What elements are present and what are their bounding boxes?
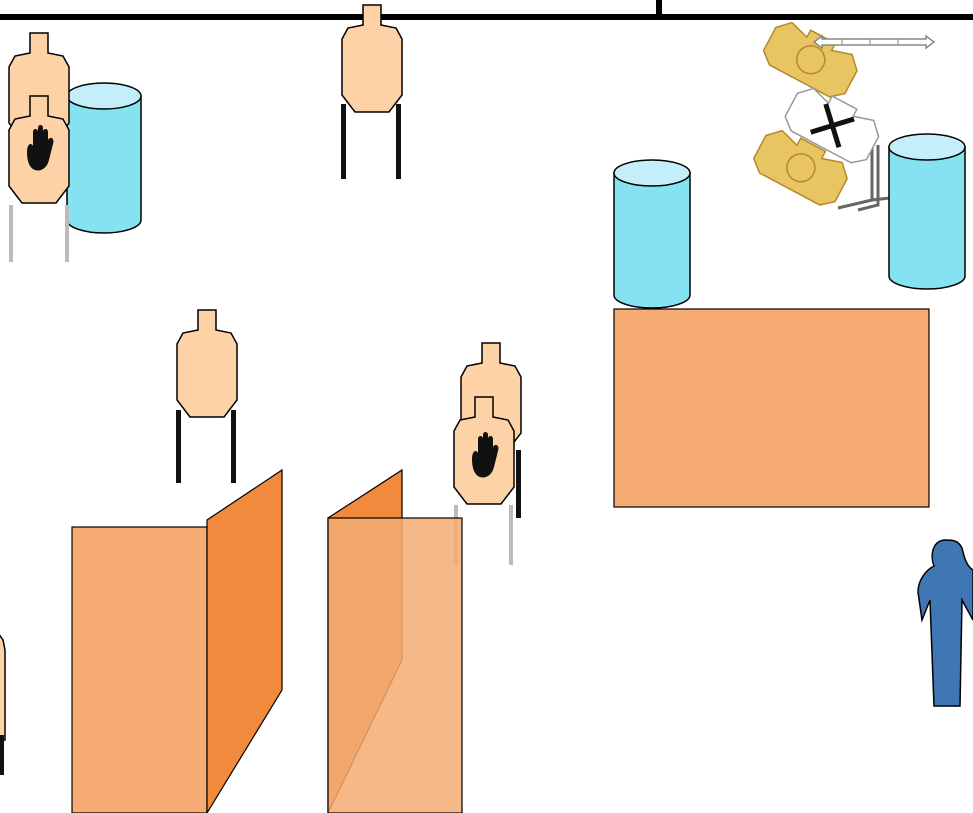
- shoot-target: [0, 634, 6, 775]
- shoot-target: [341, 4, 403, 179]
- barrel: [888, 133, 966, 290]
- table: [613, 308, 930, 508]
- barrel: [66, 82, 142, 234]
- x-mark-icon: [809, 103, 855, 148]
- paper-no-shoot: [784, 87, 880, 164]
- shoot-target: [176, 309, 238, 483]
- double-arrow-icon: [812, 34, 936, 50]
- paper-target: [752, 129, 848, 206]
- fault-line-top: [0, 0, 973, 20]
- wall: [71, 468, 283, 813]
- no-shoot-target: [453, 396, 515, 565]
- wall: [327, 468, 463, 813]
- shooter-icon: [917, 539, 973, 707]
- paper-target: [762, 21, 858, 98]
- barrel: [613, 159, 691, 309]
- shoot-target: [460, 342, 522, 518]
- no-shoot-target: [8, 95, 70, 262]
- paper-target-stand: [752, 21, 891, 212]
